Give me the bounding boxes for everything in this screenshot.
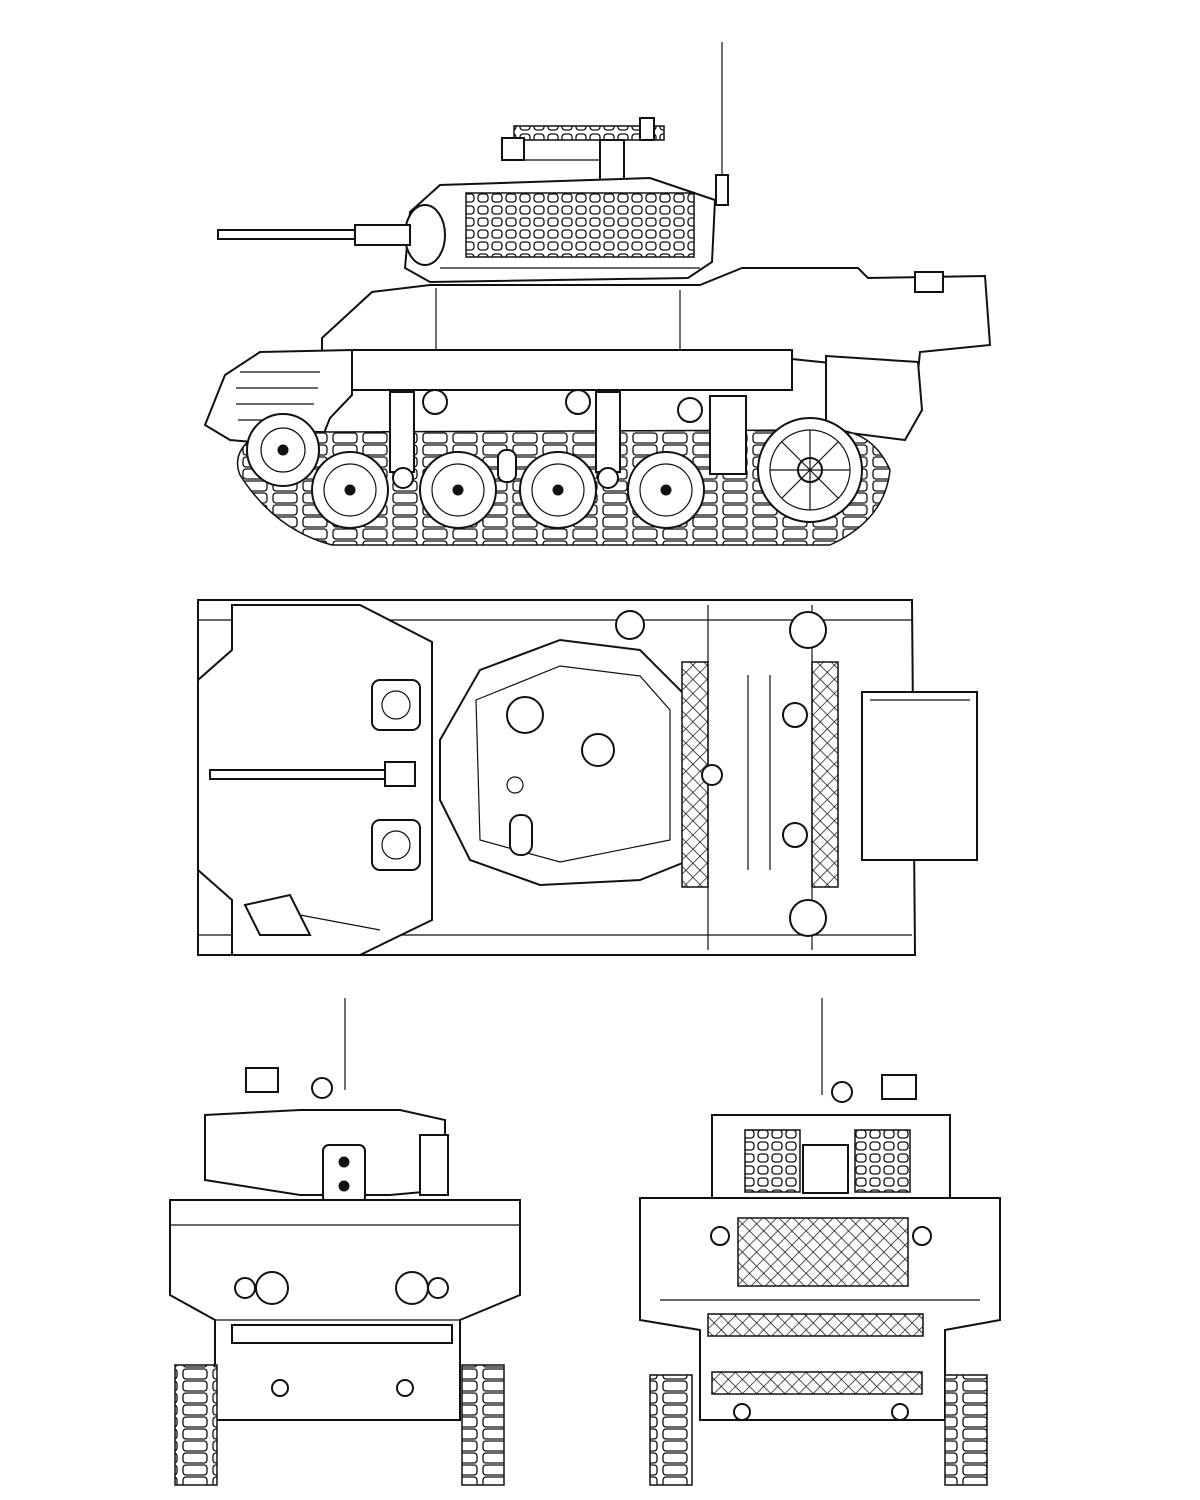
fender [351, 349, 924, 442]
idler-arm [709, 395, 747, 475]
engine-grille-right [811, 661, 839, 888]
track-right-rear [944, 1374, 988, 1486]
rear-view [639, 998, 1001, 1486]
antenna-base [715, 174, 729, 206]
fuel-cap-left [789, 611, 827, 649]
radio-box [802, 1144, 849, 1194]
headlight-left [255, 1271, 289, 1305]
gun-mantlet-front [322, 1144, 366, 1204]
return-rollers [422, 389, 703, 423]
turret-top [439, 638, 691, 887]
stowage-rack [465, 192, 695, 258]
rear-stowage-box [861, 691, 978, 861]
machine-gun [501, 117, 665, 181]
drive-sprocket [246, 413, 320, 487]
main-gun-top [209, 761, 416, 787]
upper-hull [321, 267, 992, 374]
periscope-front [245, 1067, 279, 1093]
driver-hatch-right [371, 819, 421, 871]
driver-hatch-left [371, 679, 421, 731]
headlight-right [395, 1271, 429, 1305]
turret [403, 176, 717, 284]
rear-engine-grille [737, 1217, 909, 1287]
idler-wheel [757, 417, 863, 523]
rear-light [914, 271, 944, 293]
shovel [243, 893, 312, 936]
fuel-cap-right [789, 899, 827, 937]
hull-front [169, 1199, 521, 1421]
track-left-rear [649, 1374, 693, 1486]
main-gun [217, 224, 411, 246]
periscope-rear [881, 1074, 917, 1100]
top-view [197, 599, 978, 956]
exhaust-grille [707, 1313, 924, 1337]
lower-rear-grille [711, 1371, 923, 1395]
track-right-front [461, 1364, 505, 1486]
road-wheels [311, 451, 705, 529]
front-view [169, 998, 521, 1486]
suspension-bogies [389, 391, 621, 489]
side-view [203, 42, 992, 546]
track-left-front [174, 1364, 218, 1486]
